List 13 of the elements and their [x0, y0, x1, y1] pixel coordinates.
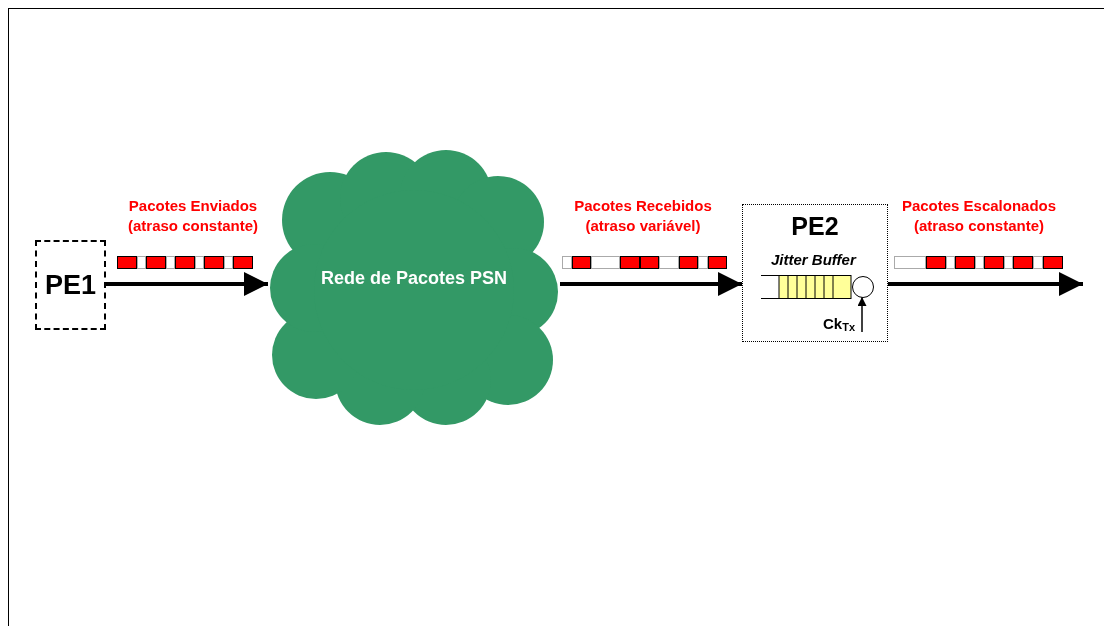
arrow: [888, 272, 1083, 296]
edge-label: Pacotes Escalonados (atraso constante): [900, 196, 1058, 236]
edge-label: Pacotes Recebidos (atraso variável): [573, 196, 713, 236]
node-label: PE1: [44, 268, 96, 302]
edge-label: Pacotes Enviados (atraso constante): [127, 196, 259, 236]
arrow: [857, 296, 867, 333]
queue-label: Jitter Buffer: [771, 251, 856, 269]
dashed-box: [35, 240, 106, 330]
clock-label: Ck$_{Tx}$: [823, 313, 856, 335]
arrow: [560, 272, 742, 296]
arrow: [106, 272, 268, 296]
node-label: PE2: [790, 211, 840, 241]
dotted-box: [742, 204, 888, 342]
